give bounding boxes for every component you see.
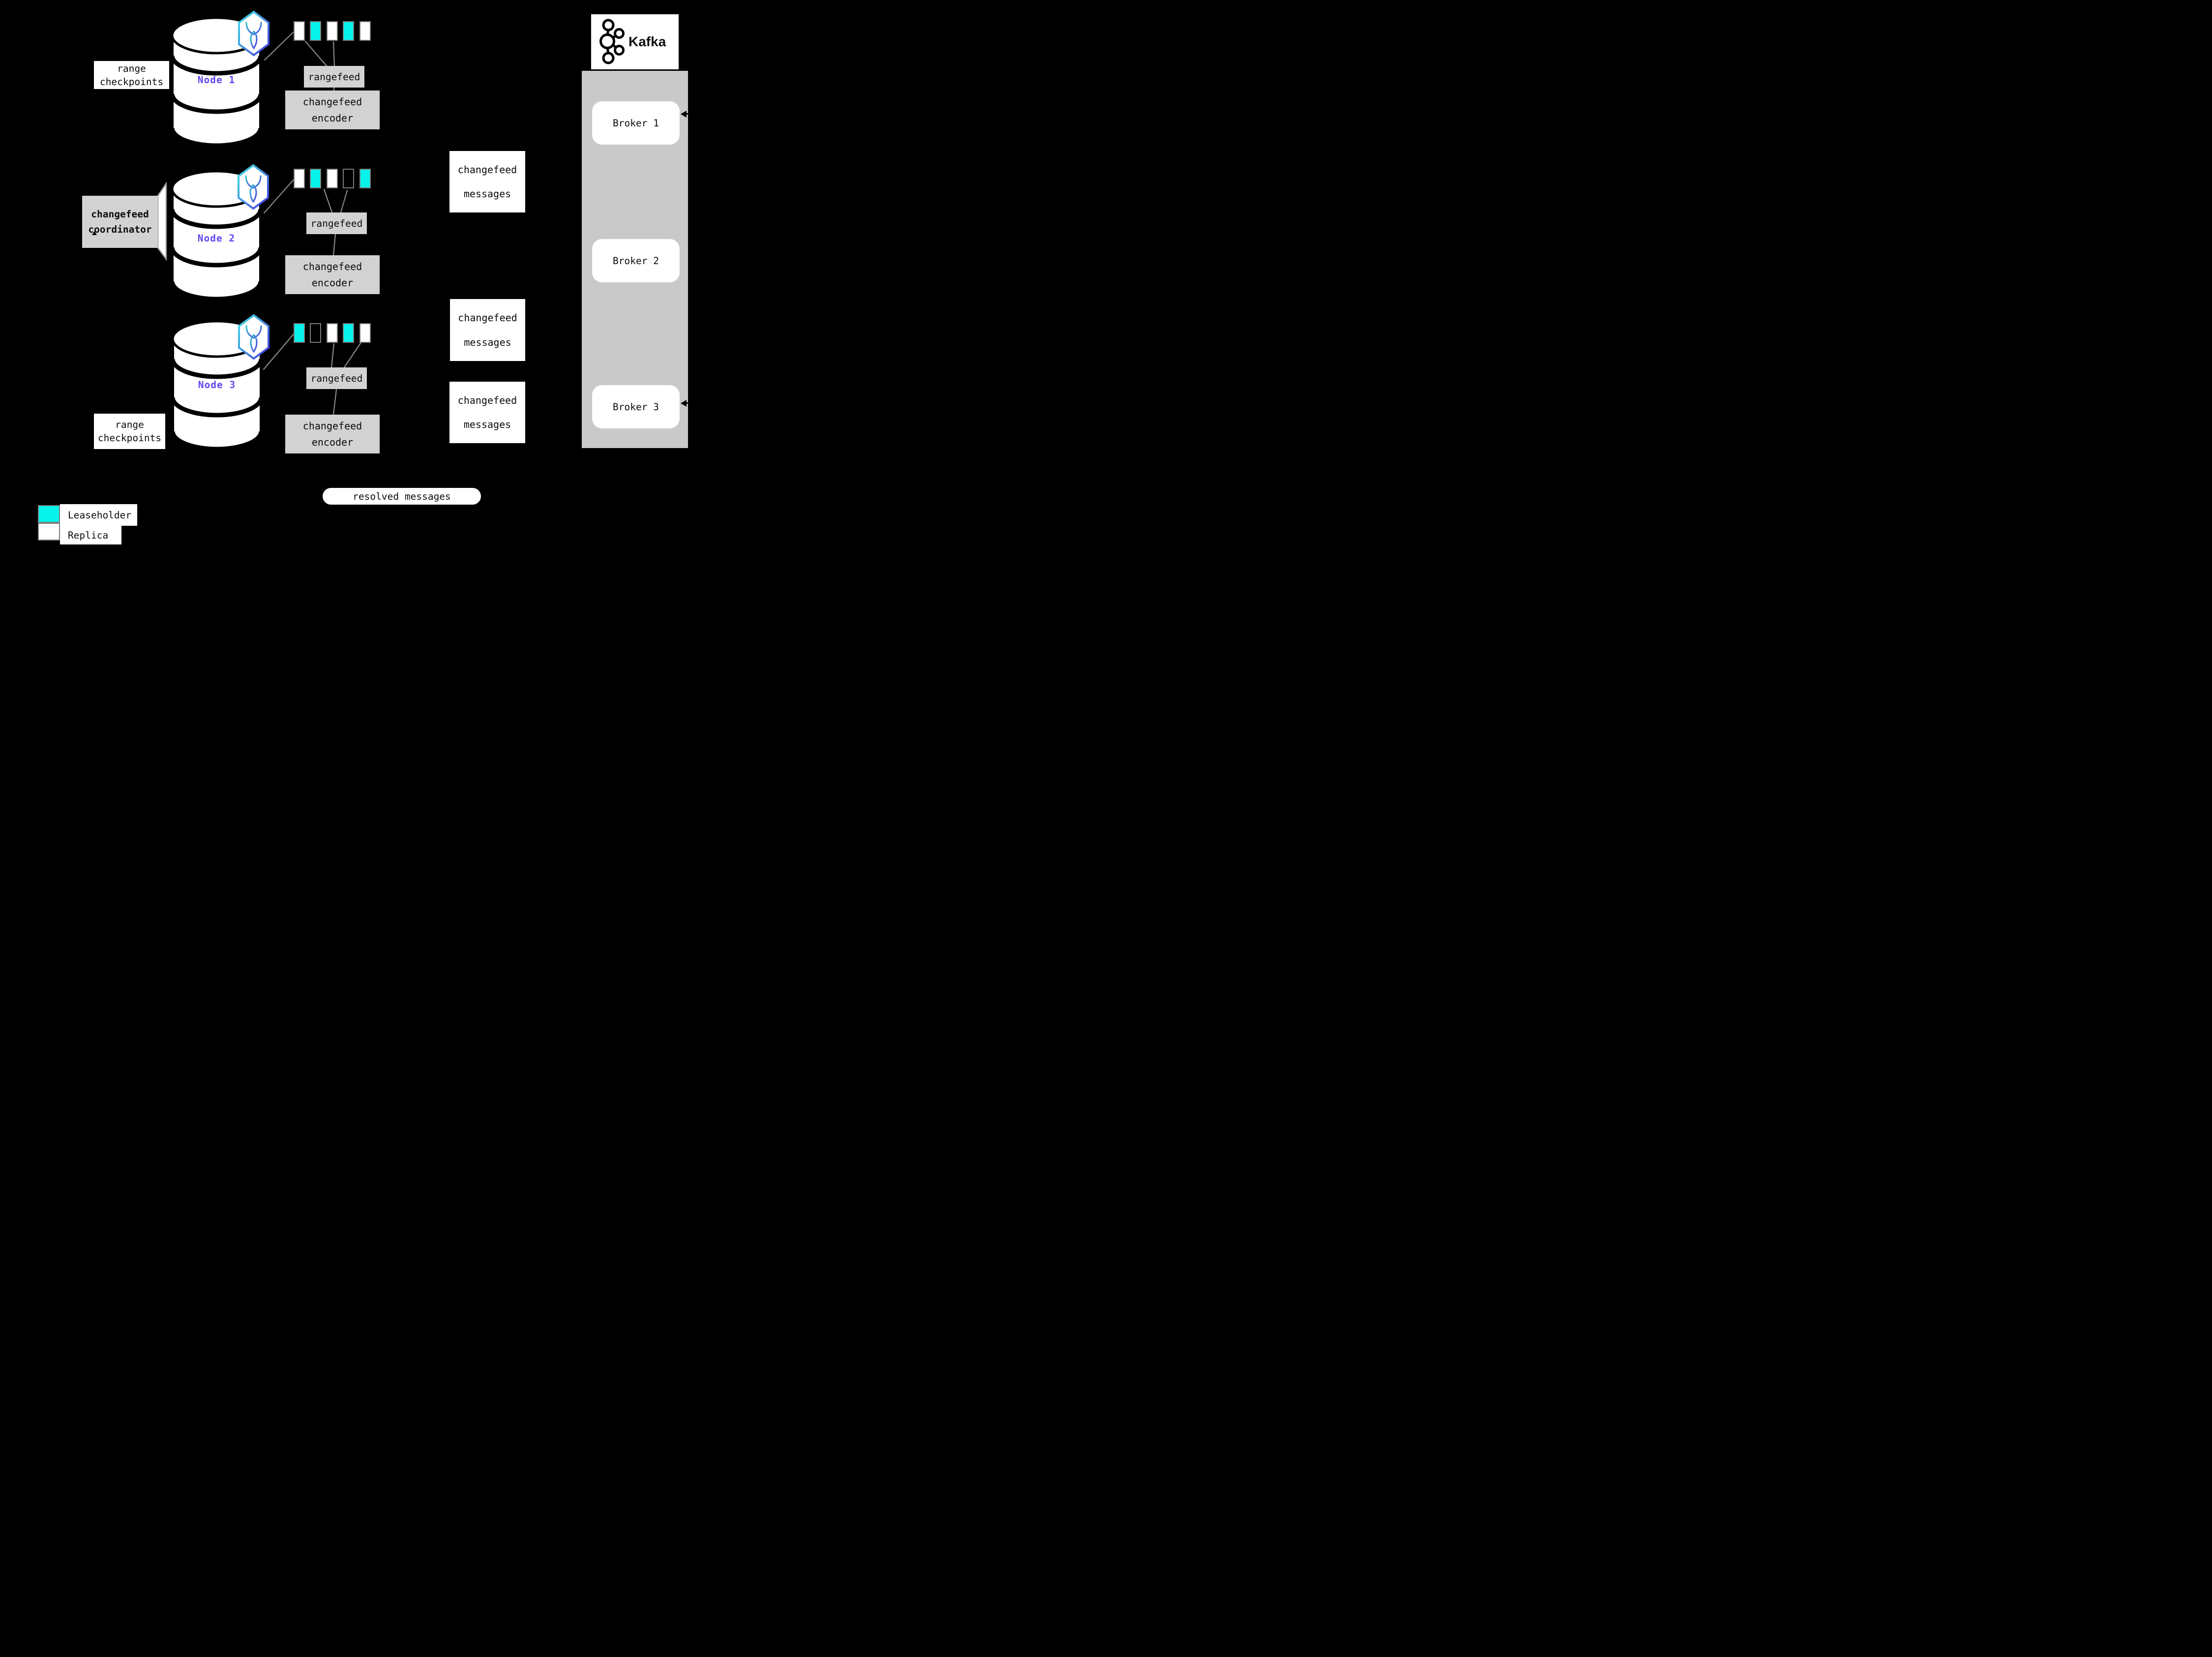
- changefeed-messages-label-2: changefeed messages: [450, 299, 525, 361]
- coordinator-callout-pointer: [157, 181, 167, 261]
- changefeed-messages-label-3: changefeed messages: [449, 382, 525, 443]
- diagram-canvas: range checkpoints range checkpoints Node…: [0, 0, 737, 552]
- legend-replica-swatch: [38, 523, 60, 541]
- legend-replica-label: Replica: [60, 526, 121, 544]
- changefeed-coordinator-box: changefeed coordinator: [82, 196, 158, 248]
- label-line: encoder: [311, 276, 354, 289]
- range-checkpoints-label-top: range checkpoints: [94, 61, 169, 89]
- node2-rangefeed-box: rangefeed: [306, 212, 367, 234]
- range-cell: [343, 323, 354, 343]
- node3-title: Node 3: [198, 379, 236, 391]
- label-line: checkpoints: [97, 432, 162, 444]
- arrowhead-into-coordinator-bottom: [92, 231, 97, 235]
- legend-leaseholder-label: Leaseholder: [60, 504, 137, 526]
- label-line: range: [115, 419, 144, 430]
- range-checkpoints-label-bottom: range checkpoints: [94, 414, 165, 449]
- label-line: changefeed: [458, 312, 517, 324]
- cockroachdb-icon: [238, 314, 269, 360]
- arrow-stub: [687, 402, 688, 404]
- label-line: messages: [464, 336, 511, 348]
- kafka-broker-3: Broker 3: [592, 385, 680, 428]
- kafka-logo-icon: [599, 19, 625, 64]
- range-cell: [327, 21, 338, 41]
- resolved-messages-label: resolved messages: [323, 488, 481, 505]
- arrow-stub: [687, 113, 688, 115]
- range-cell: [310, 21, 321, 41]
- label-line: changefeed: [91, 209, 149, 220]
- range-cell: [359, 21, 371, 41]
- label-line: changefeed: [302, 95, 362, 108]
- label-line: changefeed: [457, 164, 517, 176]
- graphics-layer: [157, 10, 362, 452]
- node1-changefeed-encoder-box: changefeed encoder: [285, 90, 380, 129]
- arrowhead-into-broker-3: [681, 400, 687, 407]
- range-cell: [294, 169, 305, 188]
- label-line: encoder: [311, 112, 354, 124]
- kafka-broker-1: Broker 1: [592, 101, 680, 145]
- label-line: changefeed: [302, 420, 362, 432]
- range-cell: [343, 21, 354, 41]
- cockroachdb-icon: [238, 10, 269, 57]
- label-line: changefeed: [302, 260, 362, 272]
- label-line: checkpoints: [99, 76, 164, 88]
- label-line: messages: [463, 188, 511, 200]
- range-cell: [310, 323, 321, 343]
- node2-title: Node 2: [197, 233, 236, 244]
- cockroachdb-icon: [238, 164, 269, 210]
- label-line: changefeed: [457, 394, 517, 406]
- node1-title: Node 1: [197, 74, 236, 86]
- connector-lines: [263, 31, 362, 416]
- range-cell: [294, 323, 305, 343]
- range-cell: [310, 169, 321, 188]
- kafka-wordmark: Kafka: [628, 34, 666, 49]
- range-cell: [327, 323, 338, 343]
- range-cell: [294, 21, 305, 41]
- kafka-logo-box: Kafka: [591, 14, 679, 69]
- range-cell: [343, 169, 354, 188]
- label-line: encoder: [311, 436, 354, 448]
- range-cell: [359, 323, 371, 343]
- range-cell: [359, 169, 371, 188]
- node1-rangefeed-box: rangefeed: [304, 66, 364, 88]
- legend-leaseholder-swatch: [38, 505, 60, 523]
- label-line: coordinator: [88, 224, 152, 235]
- node2-changefeed-encoder-box: changefeed encoder: [285, 255, 380, 294]
- range-cell: [327, 169, 338, 188]
- label-line: range: [117, 62, 146, 74]
- label-line: messages: [463, 419, 511, 430]
- changefeed-messages-label-1: changefeed messages: [449, 151, 525, 212]
- arrowhead-into-broker-1: [681, 111, 687, 118]
- arrowhead-into-coordinator: [77, 219, 82, 225]
- node3-changefeed-encoder-box: changefeed encoder: [285, 415, 380, 453]
- node3-rangefeed-box: rangefeed: [306, 367, 367, 389]
- kafka-broker-2: Broker 2: [592, 239, 680, 282]
